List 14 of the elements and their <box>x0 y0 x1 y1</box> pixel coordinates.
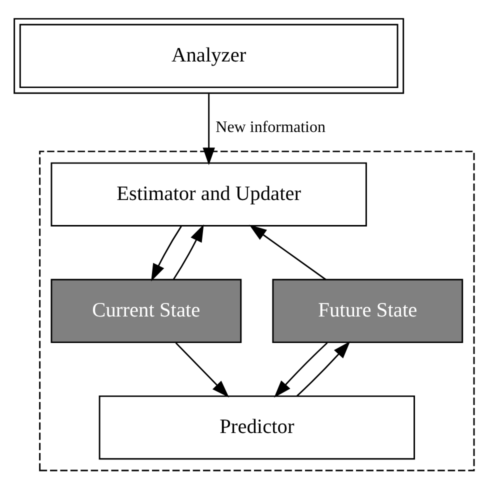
node-box: Predictor <box>98 394 416 460</box>
arrow <box>151 225 182 281</box>
node-box: Analyzer <box>14 18 404 94</box>
node-box: Current State <box>50 278 242 343</box>
arrow <box>274 342 328 398</box>
arrow <box>172 224 204 280</box>
node-box: Future State <box>272 278 464 343</box>
arrow <box>249 224 326 280</box>
cluster <box>39 150 475 471</box>
arrow <box>296 340 350 396</box>
node-box: Estimator and Updater <box>50 162 367 226</box>
arrow <box>202 93 215 165</box>
arrow <box>175 342 230 397</box>
edge-label: New information <box>216 118 326 136</box>
